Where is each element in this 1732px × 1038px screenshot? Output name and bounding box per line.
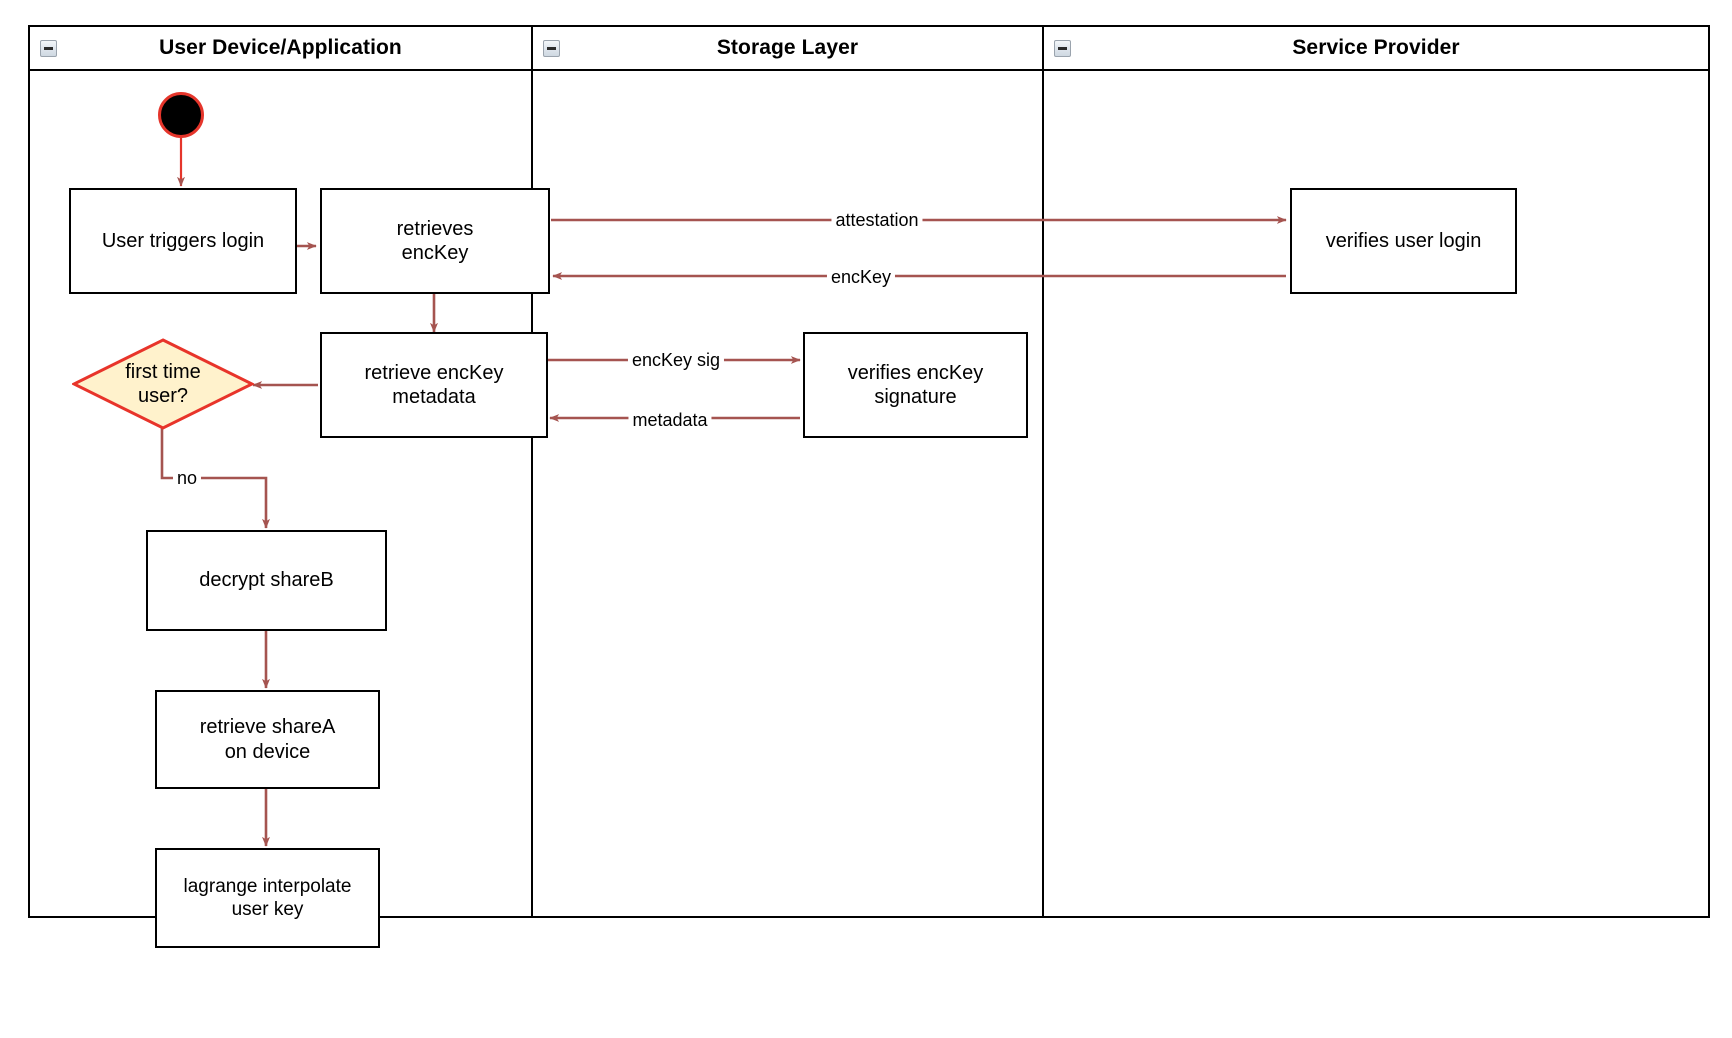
node-verifies-user-login[interactable]: verifies user login — [1290, 188, 1517, 294]
minus-box-icon-service-provider[interactable] — [1054, 40, 1071, 57]
lane-header-user-device: User Device/Application — [30, 27, 531, 71]
edge-label-enckey-sig: encKey sig — [627, 351, 725, 369]
edge-label-attestation: attestation — [831, 211, 923, 229]
lane-header-service-provider: Service Provider — [1044, 27, 1708, 71]
node-first-time-user[interactable]: first time user? — [72, 338, 254, 430]
lane-service-provider[interactable]: Service Provider — [1042, 27, 1708, 916]
lane-header-storage-layer: Storage Layer — [533, 27, 1042, 71]
node-retrieve-sharea-on-device[interactable]: retrieve shareA on device — [155, 690, 380, 789]
node-verifies-enckey-signature[interactable]: verifies encKey signature — [803, 332, 1028, 438]
lane-title-user-device: User Device/Application — [159, 36, 402, 59]
start-node[interactable] — [158, 92, 204, 138]
edge-label-enckey: encKey — [826, 268, 896, 286]
lane-title-storage-layer: Storage Layer — [716, 36, 859, 59]
node-retrieve-enckey-metadata[interactable]: retrieve encKey metadata — [320, 332, 548, 438]
edge-label-no: no — [172, 469, 202, 487]
lane-storage-layer[interactable]: Storage Layer — [531, 27, 1042, 916]
minus-box-icon-storage-layer[interactable] — [543, 40, 560, 57]
node-label-first-time-user: first time user? — [125, 361, 201, 407]
node-decrypt-shareb[interactable]: decrypt shareB — [146, 530, 387, 631]
minus-box-icon-user-device[interactable] — [40, 40, 57, 57]
node-user-triggers-login[interactable]: User triggers login — [69, 188, 297, 294]
node-lagrange-interpolate-user-key[interactable]: lagrange interpolate user key — [155, 848, 380, 948]
lane-user-device[interactable]: User Device/Application — [30, 27, 531, 916]
node-retrieves-enckey[interactable]: retrieves encKey — [320, 188, 550, 294]
decision-diamond-shape — [72, 338, 254, 430]
edge-label-metadata: metadata — [628, 411, 712, 429]
lane-title-service-provider: Service Provider — [1292, 36, 1460, 59]
